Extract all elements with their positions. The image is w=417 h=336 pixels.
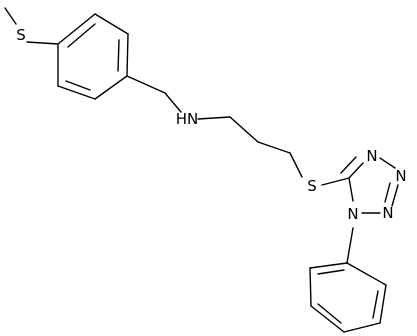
bond-ringB-4	[310, 305, 345, 333]
atom-nh-amine: HN	[176, 110, 199, 128]
bond-c1-c2	[229, 116, 259, 143]
atom-label-hn: HN	[176, 110, 199, 128]
bond-s-ringA	[26, 41, 59, 45]
bond-c5-n4-double	[340, 156, 357, 174]
atom-n4-tetrazole: N	[366, 147, 377, 165]
atom-s-methylthio: S	[16, 26, 26, 44]
atom-n1-tetrazole: N	[347, 205, 358, 223]
bond-ringA-double-3	[65, 80, 91, 91]
bonds	[4, 7, 399, 333]
atom-label-n4: N	[366, 147, 377, 165]
atom-labels: S HN S N N N N	[16, 26, 406, 223]
bond-n4-n3	[379, 157, 396, 169]
bond-ringA-5	[57, 85, 96, 100]
bond-ringA-ch2	[126, 75, 166, 94]
bond-c2-c3	[257, 141, 291, 154]
bond-ringB-6	[309, 262, 348, 269]
bond-ringB-double-1	[372, 290, 379, 319]
bond-ringB-2	[379, 284, 387, 324]
atom-n3-tetrazole: N	[395, 167, 406, 185]
bond-n1-c5	[348, 177, 354, 202]
bond-ringA-3	[126, 33, 129, 77]
atom-s-thioether: S	[307, 177, 317, 195]
bond-ringA-1	[57, 13, 96, 45]
bond-methyl-s	[4, 7, 17, 25]
bond-ringB-3	[343, 322, 381, 333]
bond-ringB-5	[309, 267, 312, 307]
bond-ringA-4	[94, 75, 128, 100]
bond-n3-n2	[391, 184, 399, 207]
bond-ringA-double-2	[117, 39, 120, 72]
atom-label-n1: N	[347, 205, 358, 223]
atom-label-n2: N	[382, 204, 393, 222]
bond-c3-s	[289, 152, 303, 178]
bond-n1-phenyl	[346, 227, 354, 264]
atom-label-s-methylthio: S	[16, 26, 26, 44]
bond-ringA-2	[94, 13, 129, 35]
atom-n2-tetrazole: N	[382, 204, 393, 222]
bond-ringB-double-3	[317, 269, 345, 275]
bond-c5-n4	[348, 162, 364, 179]
atom-label-s-thioether: S	[307, 177, 317, 195]
bond-s-c5	[321, 177, 350, 186]
bond-nh-c1	[197, 116, 231, 120]
bond-n3-n2-double	[384, 182, 391, 203]
bond-ringA-double-1	[67, 23, 96, 48]
atom-label-n3: N	[395, 167, 406, 185]
bond-ch2-nh	[164, 92, 182, 113]
bond-ringB-1	[346, 262, 387, 286]
bond-ringB-double-2	[317, 303, 342, 324]
